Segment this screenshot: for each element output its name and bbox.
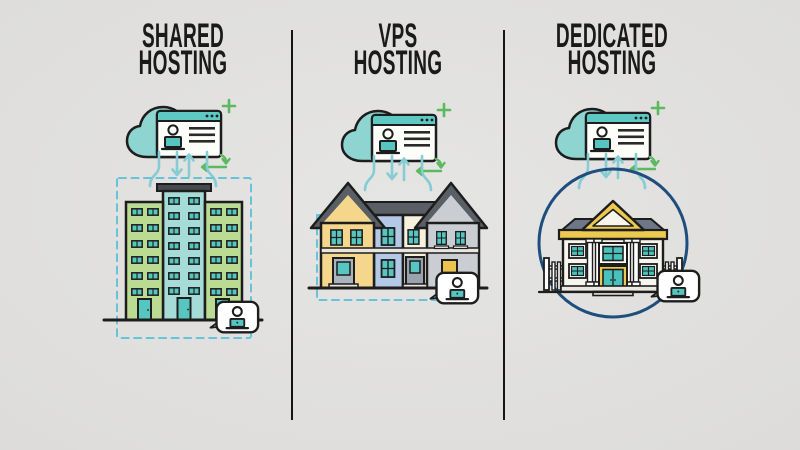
apartment-building	[124, 183, 244, 322]
mansion-illustration	[537, 167, 701, 319]
dedicated-circle	[537, 167, 689, 319]
townhouses-illustration	[307, 181, 489, 305]
title-line: HOSTING	[567, 44, 657, 82]
vps-hosting-title: VPS HOSTING	[268, 17, 528, 82]
base-course	[560, 285, 666, 293]
column-divider-2	[503, 30, 505, 420]
central-window	[598, 242, 628, 265]
column-divider-1	[291, 30, 293, 420]
townhouses	[309, 181, 489, 290]
title-line: DEDICATED	[555, 17, 669, 55]
dashed-selection-box	[116, 177, 252, 339]
dedicated-hosting-title: DEDICATED HOSTING	[482, 17, 742, 82]
title-line: HOSTING	[353, 44, 443, 82]
shared-hosting-title: SHARED HOSTING	[53, 17, 313, 82]
windows	[330, 227, 469, 278]
floor-band	[320, 247, 480, 254]
left-gable-wall	[322, 195, 374, 224]
entablature	[557, 228, 669, 241]
mansion	[557, 199, 669, 297]
user-laptop-bubble-icon	[429, 271, 480, 305]
apartment-building-illustration	[102, 177, 264, 339]
user-laptop-bubble-icon	[650, 269, 701, 303]
user-laptop-bubble-icon	[209, 300, 260, 334]
title-line: VPS	[378, 17, 418, 55]
right-gable-wall	[426, 195, 476, 224]
entrance-door	[598, 265, 628, 289]
pediment-inner	[592, 208, 634, 227]
title-line: SHARED	[141, 17, 225, 55]
title-line: HOSTING	[138, 44, 228, 82]
side-windows	[568, 243, 658, 279]
